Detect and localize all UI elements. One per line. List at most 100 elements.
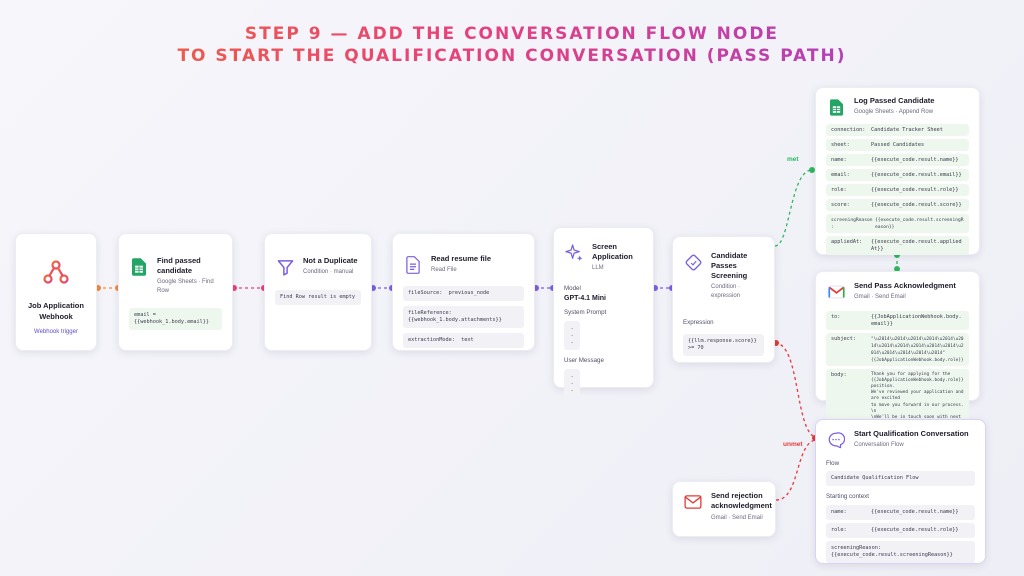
node-title: Read resume file [431, 254, 492, 263]
document-icon [403, 254, 423, 276]
webhook-icon [42, 258, 70, 286]
node-subtitle: Webhook trigger [34, 329, 78, 335]
google-sheets-icon [129, 256, 149, 278]
field-value: Candidate Tracker Sheet [871, 126, 943, 133]
unmet-edge-label: unmet [783, 441, 803, 448]
node-subtitle: Google Sheets · Append Row [854, 109, 934, 115]
model-value[interactable]: GPT-4.1 Mini [564, 295, 607, 302]
port-dot[interactable] [95, 285, 101, 291]
file-source-field[interactable]: fileSource: previous_node [403, 286, 524, 301]
field-value: {{execute_code.result.role}} [871, 527, 959, 533]
port-dot[interactable] [533, 285, 539, 291]
flow-field[interactable]: Candidate Qualification Flow [826, 471, 975, 486]
node-subtitle: Gmail · Send Email [854, 294, 906, 300]
field-key: connection: [831, 126, 866, 133]
chat-bubble-icon [826, 429, 846, 451]
node-read-resume-file[interactable]: Read resume file Read File fileSource: p… [392, 233, 535, 351]
port-dot[interactable] [231, 285, 237, 291]
port-dot[interactable] [370, 285, 376, 291]
met-edge-label: met [787, 156, 799, 163]
port-dot[interactable] [652, 285, 658, 291]
email-to-field[interactable]: to: {{JobApplicationWebhook.body.email}} [826, 311, 969, 330]
node-find-passed-candidate[interactable]: Find passed candidate Google Sheets · Fi… [118, 233, 233, 351]
expression-label: Expression [683, 319, 714, 326]
node-subtitle: Google Sheets · Find Row [157, 279, 214, 294]
diamond-condition-icon [683, 251, 703, 273]
field-value: {{JobApplicationWebhook.body.email}} [871, 313, 962, 327]
step-title-line-2: TO START THE QUALIFICATION CONVERSATION … [0, 46, 1024, 66]
field-value: {{execute_code.result.appliedAt}} [871, 238, 962, 252]
extraction-mode-field[interactable]: extractionMode: text [403, 333, 524, 348]
node-screen-application[interactable]: Screen Application LLM Model GPT-4.1 Min… [553, 227, 654, 398]
field-key: to: [831, 313, 841, 320]
gmail-icon [826, 281, 846, 303]
system-prompt-field[interactable]: ... [564, 321, 580, 350]
append-row-field[interactable]: role: {{execute_code.result.role}} [826, 184, 969, 196]
node-subtitle: Conversation Flow [854, 442, 904, 448]
field-value: {{execute_code.result.screeningReason}} [875, 217, 964, 230]
field-key: body: [831, 371, 847, 378]
append-row-field[interactable]: score: {{execute_code.result.score}} [826, 199, 969, 211]
model-label: Model [564, 285, 581, 292]
field-key: name: [831, 509, 847, 515]
field-value: {{execute_code.result.name}} [871, 509, 959, 515]
append-row-field[interactable]: connection: Candidate Tracker Sheet [826, 124, 969, 136]
starting-context-label: Starting context [826, 493, 869, 500]
field-key: name: [831, 156, 847, 163]
filter-icon [275, 256, 295, 278]
user-message-field[interactable]: ... [564, 369, 580, 398]
context-field[interactable]: name: {{execute_code.result.name}} [826, 505, 975, 520]
sparkle-icon [564, 242, 584, 264]
field-key: role: [831, 186, 847, 193]
append-row-field[interactable]: name: {{execute_code.result.name}} [826, 154, 969, 166]
append-row-field[interactable]: appliedAt:{{execute_code.result.appliedA… [826, 236, 969, 255]
file-reference-field[interactable]: fileReference: {{webhook_1.body.attachme… [403, 306, 524, 328]
node-subtitle: Condition · manual [303, 269, 354, 275]
node-start-qualification-conversation[interactable]: Start Qualification Conversation Convers… [815, 419, 986, 564]
node-title: Find passed candidate [157, 256, 201, 275]
expression-field[interactable]: {{llm.response.score}} >= 70 [683, 334, 764, 356]
node-subtitle: Condition · expression [711, 284, 741, 299]
port-dot[interactable] [894, 252, 900, 258]
node-title: Start Qualification Conversation [854, 429, 969, 438]
node-not-a-duplicate[interactable]: Not a Duplicate Condition · manual Find … [264, 233, 372, 351]
append-row-field[interactable]: sheet:Passed Candidates [826, 139, 969, 151]
node-send-rejection-acknowledgment[interactable]: Send rejection acknowledgment Gmail · Se… [672, 481, 776, 537]
find-row-field[interactable]: email = {{webhook_1.body.email}} [129, 308, 222, 330]
node-title: Log Passed Candidate [854, 96, 935, 105]
node-candidate-passes-screening[interactable]: Candidate Passes Screening Condition · e… [672, 236, 775, 363]
step-title-line-1: STEP 9 — ADD THE CONVERSATION FLOW NODE [0, 24, 1024, 44]
field-value: Passed Candidates [871, 141, 925, 148]
field-value: {{execute_code.result.score}} [871, 201, 962, 208]
field-key: score: [831, 201, 850, 208]
field-key: email: [831, 171, 850, 178]
port-dot[interactable] [773, 340, 779, 346]
port-dot[interactable] [809, 167, 815, 173]
port-dot[interactable] [894, 266, 900, 272]
field-key: subject: [831, 335, 856, 342]
condition-field[interactable]: Find Row result is empty [275, 290, 361, 305]
node-send-pass-acknowledgment[interactable]: Send Pass Acknowledgment Gmail · Send Em… [815, 271, 980, 430]
node-subtitle: Read File [431, 267, 457, 273]
user-message-label: User Message [564, 357, 604, 364]
context-reason-field[interactable]: screeningReason: {{execute_code.result.s… [826, 541, 975, 563]
flow-label: Flow [826, 460, 840, 467]
node-title: Screen Application [592, 242, 633, 261]
node-log-passed-candidate[interactable]: Log Passed Candidate Google Sheets · App… [815, 87, 980, 255]
email-subject-field[interactable]: subject: "\u2014\u2014\u2014\u2014\u2014\… [826, 333, 969, 366]
node-title: Not a Duplicate [303, 256, 358, 265]
append-row-field[interactable]: email:{{execute_code.result.email}} [826, 169, 969, 181]
node-job-application-webhook[interactable]: Job Application Webhook Webhook trigger [15, 233, 97, 351]
field-value: {{execute_code.result.name}} [871, 156, 959, 163]
field-value: "\u2014\u2014\u2014\u2014\u2014\u2014\u2… [871, 336, 964, 363]
node-title: Candidate Passes Screening [711, 251, 748, 280]
context-field[interactable]: role: {{execute_code.result.role}} [826, 523, 975, 538]
append-row-field[interactable]: screeningReason:{{execute_code.result.sc… [826, 214, 969, 233]
field-value: {{execute_code.result.role}} [871, 186, 959, 193]
node-subtitle: Gmail · Send Email [711, 515, 763, 521]
field-key: screeningReason: [831, 217, 873, 230]
system-prompt-label: System Prompt [564, 309, 607, 316]
field-key: role: [831, 527, 847, 533]
google-sheets-icon [826, 96, 846, 118]
node-subtitle: LLM [592, 265, 604, 271]
